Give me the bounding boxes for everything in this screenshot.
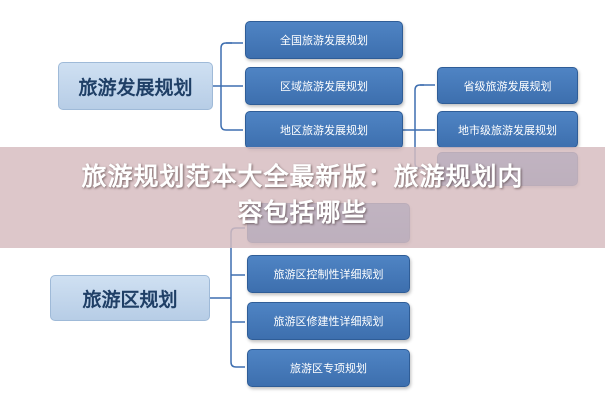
connector-bottom-brace bbox=[230, 227, 245, 368]
node-city-tourism-planning: 地市级旅游发展规划 bbox=[437, 111, 578, 148]
node-control-detailed-planning: 旅游区控制性详细规划 bbox=[247, 255, 410, 293]
node-national-tourism-planning: 全国旅游发展规划 bbox=[245, 21, 403, 59]
title-banner bbox=[0, 147, 605, 248]
banner-title-line-2: 容包括哪些 bbox=[237, 198, 368, 227]
node-construction-detailed-planning: 旅游区修建性详细规划 bbox=[247, 302, 410, 340]
node-special-planning: 旅游区专项规划 bbox=[247, 349, 410, 387]
node-tourism-development-planning: 旅游发展规划 bbox=[58, 62, 213, 110]
node-provincial-tourism-planning: 省级旅游发展规划 bbox=[437, 67, 578, 104]
node-area-tourism-planning: 地区旅游发展规划 bbox=[245, 111, 403, 149]
banner-title: 旅游规划范本大全最新版：旅游规划内 容包括哪些 bbox=[0, 159, 605, 231]
node-regional-tourism-planning: 区域旅游发展规划 bbox=[245, 67, 403, 105]
node-tourism-area-planning: 旅游区规划 bbox=[50, 275, 210, 321]
banner-title-line-1: 旅游规划范本大全最新版：旅游规划内 bbox=[81, 162, 524, 191]
